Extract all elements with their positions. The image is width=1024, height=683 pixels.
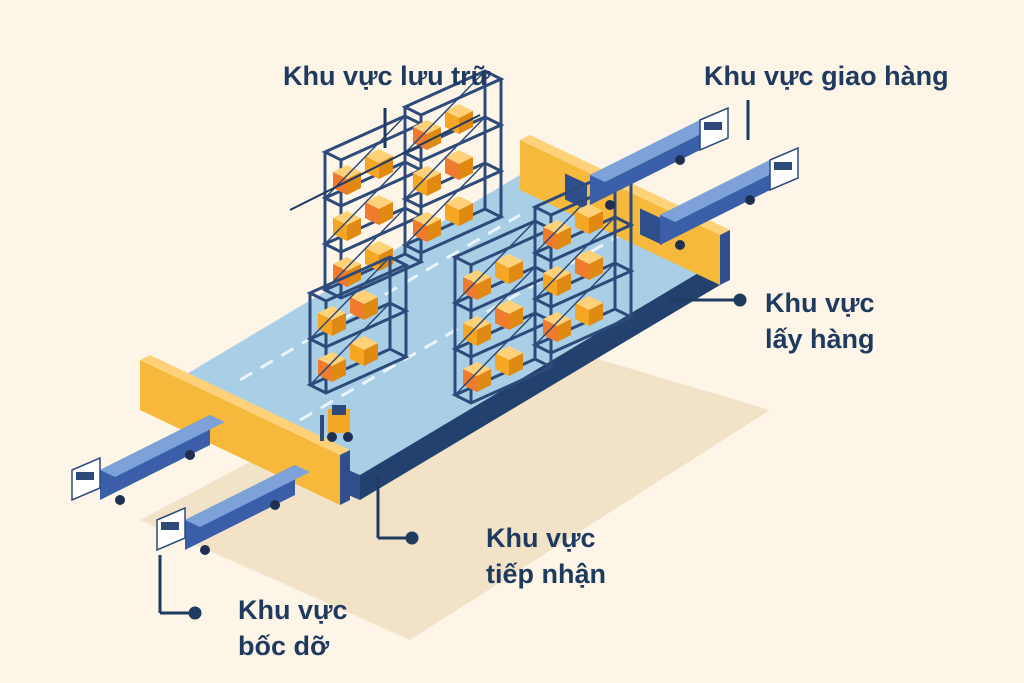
label-picking-line2: lấy hàng <box>765 324 875 354</box>
box-icon <box>445 196 473 226</box>
truck-icon <box>660 146 799 250</box>
box-icon <box>333 211 361 241</box>
box-icon <box>318 306 346 336</box>
rack-icon <box>401 69 505 255</box>
label-picking-area: Khu vực lấy hàng <box>765 285 875 357</box>
label-delivery-line1: Khu vực giao hàng <box>704 61 949 91</box>
label-loading-line1: Khu vực <box>238 595 348 625</box>
label-storage-line1: Khu vực lưu trữ <box>283 61 491 91</box>
box-icon <box>463 316 491 346</box>
box-icon <box>350 336 378 366</box>
label-loading-line2: bốc dỡ <box>238 631 330 661</box>
ground-shadow <box>140 330 770 640</box>
truck-icon <box>590 106 729 210</box>
label-receiving-line2: tiếp nhận <box>486 559 606 589</box>
label-receiving-line1: Khu vực <box>486 523 596 553</box>
box-icon <box>413 212 441 242</box>
box-icon <box>543 312 571 342</box>
box-icon <box>575 250 603 280</box>
label-receiving-area: Khu vực tiếp nhận <box>486 520 606 592</box>
truck-icon <box>71 415 225 505</box>
trucks <box>71 106 799 555</box>
storage-racks <box>306 69 635 405</box>
box-icon <box>365 149 393 179</box>
truck-icon <box>156 465 310 555</box>
forklift-icon <box>320 405 353 442</box>
box-icon <box>495 346 523 376</box>
box-icon <box>445 104 473 134</box>
box-icon <box>495 254 523 284</box>
box-icon <box>365 195 393 225</box>
rack-icon <box>531 169 635 355</box>
label-picking-line1: Khu vực <box>765 288 875 318</box>
label-loading-area: Khu vực bốc dỡ <box>238 592 348 664</box>
label-storage-area: Khu vực lưu trữ <box>283 58 490 94</box>
box-icon <box>445 150 473 180</box>
box-icon <box>575 204 603 234</box>
leader-lines <box>158 100 750 620</box>
box-icon <box>495 300 523 330</box>
box-icon <box>350 290 378 320</box>
box-icon <box>575 296 603 326</box>
rack-icon <box>306 255 410 395</box>
label-delivery-area: Khu vực giao hàng <box>704 58 949 94</box>
box-icon <box>333 165 361 195</box>
